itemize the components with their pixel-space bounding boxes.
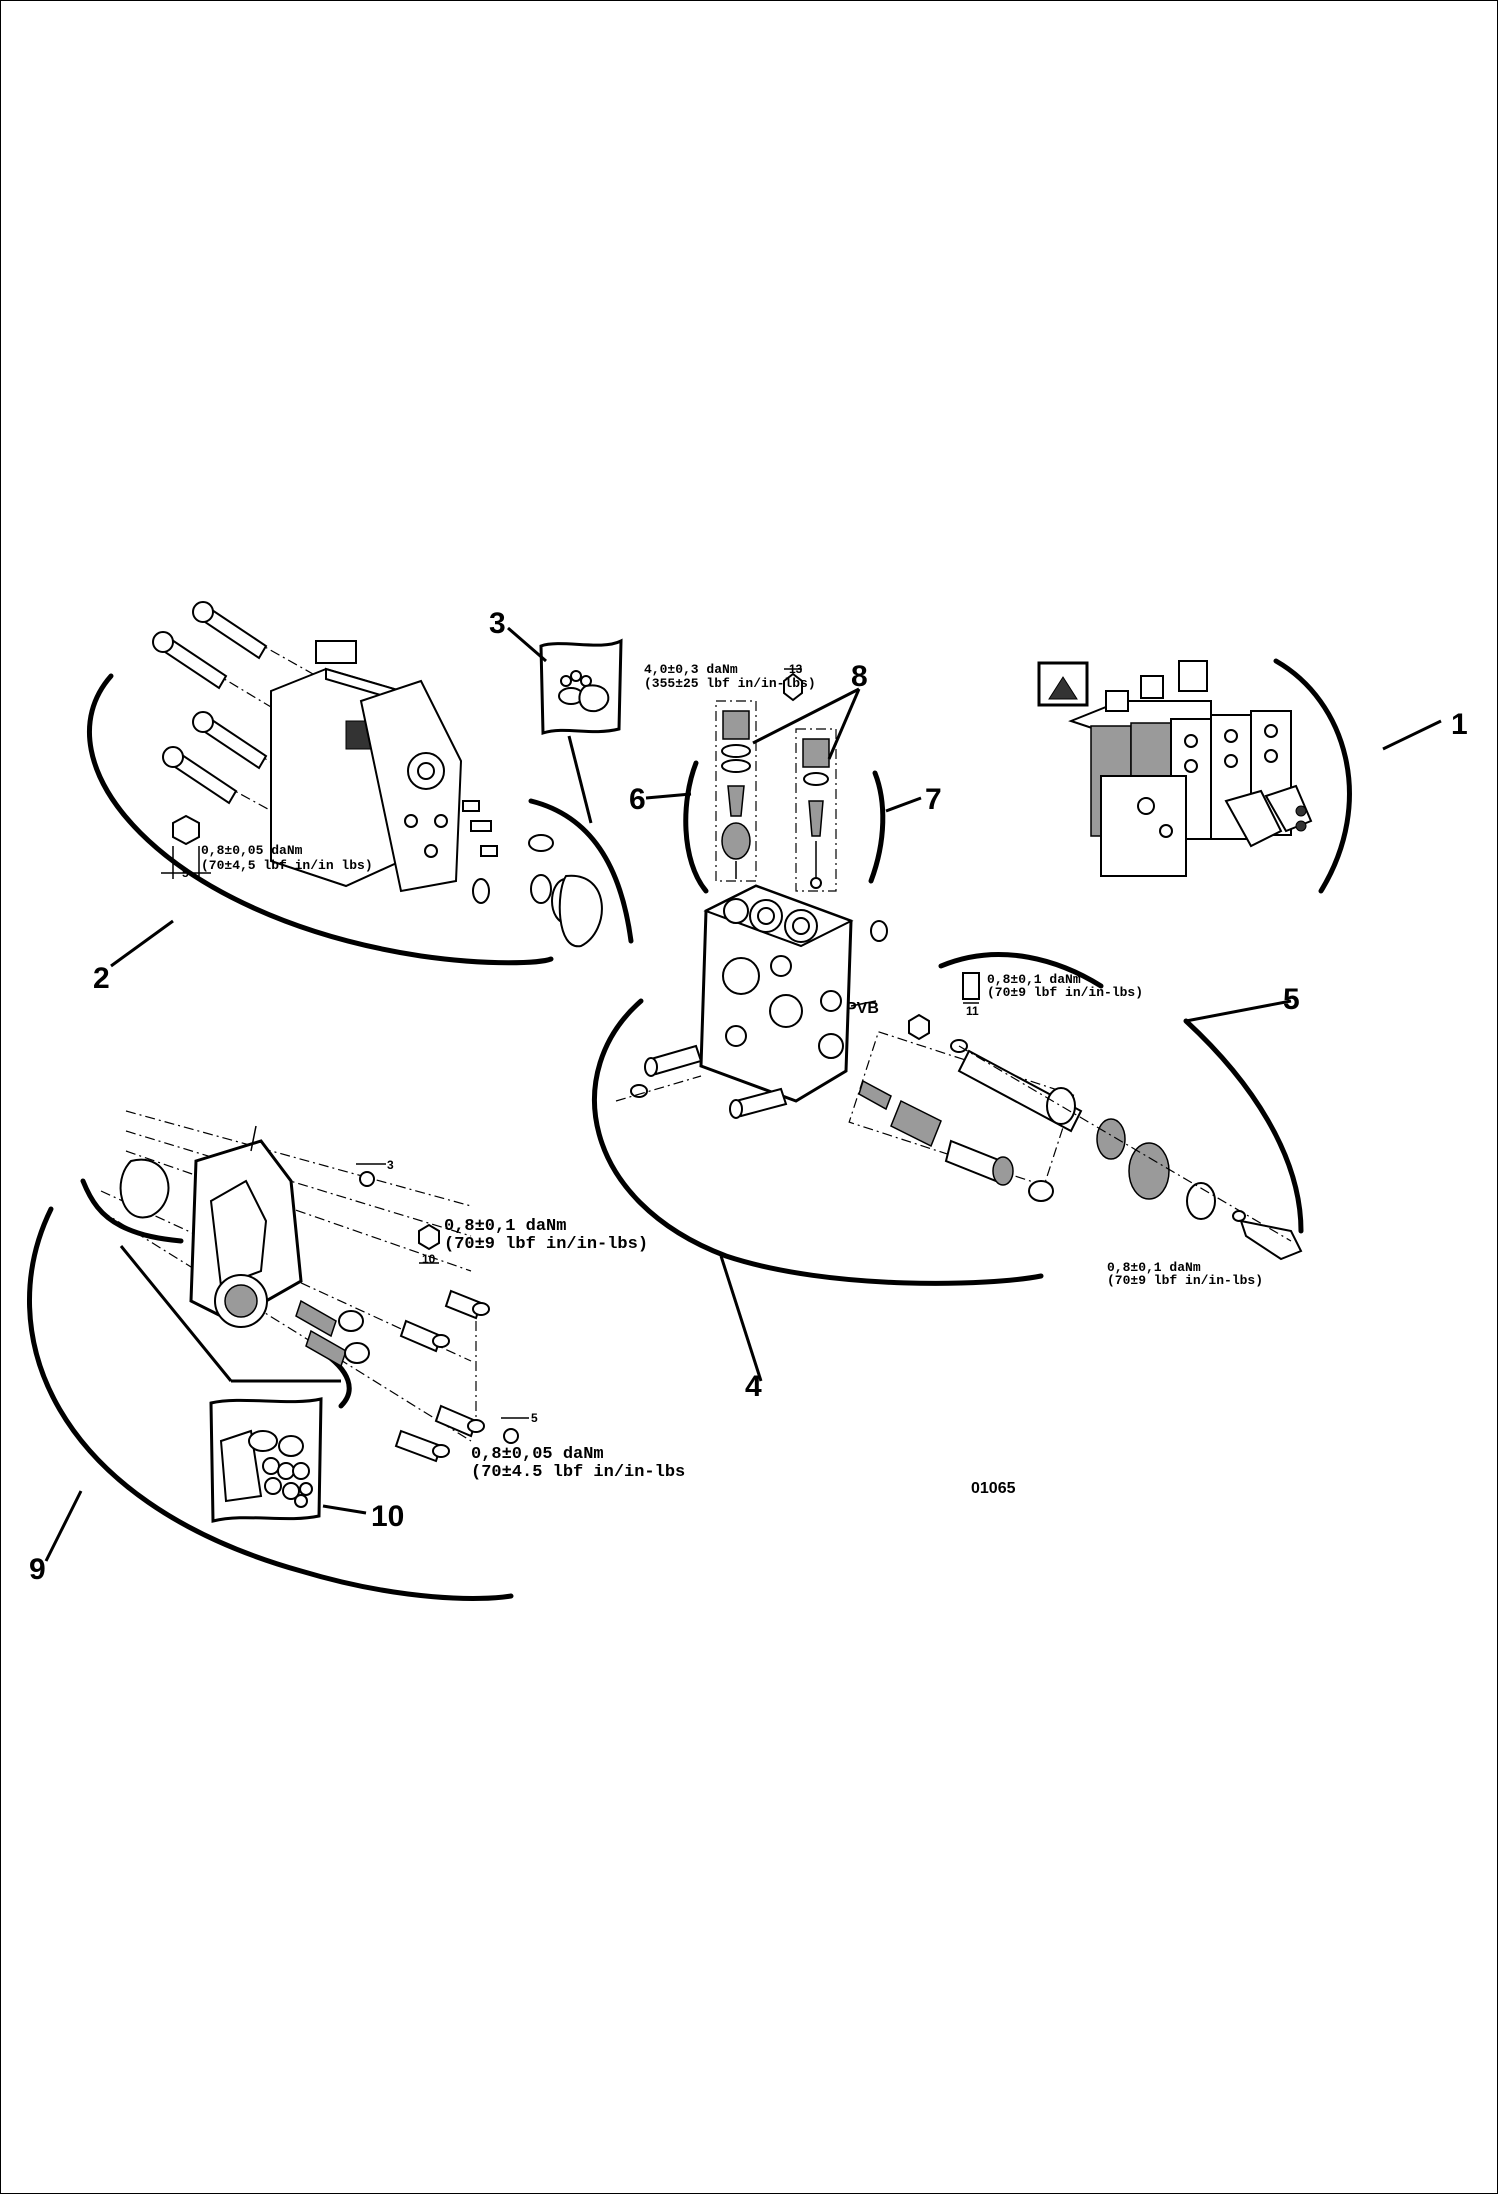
lever-torque-b-line2: (70±4.5 lbf in/in-lbs <box>471 1463 685 1482</box>
lever-dim-3: 3 <box>387 1158 394 1172</box>
relief-cartridges: 13 4,0±0,3 daNm (355±25 lbf in/in-lbs) <box>644 662 922 894</box>
hand-lever-assembly: 3 5 10 0,8±0,1 daNm (70±9 lbf in/in-lbs)… <box>27 1110 685 1601</box>
relief-hex-dim: 13 <box>789 662 803 676</box>
callout-6: 6 <box>629 783 646 816</box>
actuator-hex-dim: 5 <box>182 866 189 880</box>
seal-kit-bag-top <box>507 626 623 824</box>
pvb-valve-body: PVB <box>592 884 1075 1382</box>
lever-hex-dim: 10 <box>422 1252 436 1266</box>
lever-torque-b-line1: 0,8±0,05 daNm <box>471 1445 604 1464</box>
spool-torque-upper-line2: (70±9 lbf in/in-lbs) <box>987 985 1143 1000</box>
callout-4: 4 <box>745 1370 762 1403</box>
pvb-label: PVB <box>846 1000 879 1017</box>
spool-torque-lower-line2: (70±9 lbf in/in-lbs) <box>1107 1273 1263 1288</box>
lever-torque-a-line2: (70±9 lbf in/in-lbs) <box>444 1235 648 1254</box>
relief-torque-line1: 4,0±0,3 daNm <box>644 662 738 677</box>
callout-1: 1 <box>1451 708 1468 741</box>
valve-bank-assembly <box>1037 658 1442 894</box>
callout-8: 8 <box>851 660 868 693</box>
actuator-torque-line2: (70±4,5 lbf in/in lbs) <box>201 858 373 873</box>
lever-torque-a-line1: 0,8±0,1 daNm <box>444 1217 566 1236</box>
actuator-assembly: 5 0,8±0,05 daNm (70±4,5 lbf in/in lbs) <box>87 601 634 968</box>
relief-torque-line2: (355±25 lbf in/in-lbs) <box>644 676 816 691</box>
spool-hex-dim: 11 <box>966 1004 979 1018</box>
callout-3: 3 <box>489 607 506 640</box>
lever-dim-5: 5 <box>531 1411 538 1425</box>
callout-7: 7 <box>925 783 942 816</box>
callout-2: 2 <box>93 962 110 995</box>
figure-reference: 01065 <box>971 1480 1016 1497</box>
spool-torque-upper-line1: 0,8±0,1 daNm <box>987 972 1081 987</box>
spool-torque-lower-line1: 0,8±0,1 daNm <box>1107 1260 1201 1275</box>
callout-5: 5 <box>1283 983 1300 1016</box>
callout-10: 10 <box>371 1500 404 1533</box>
spool-assembly: 11 0,8±0,1 daNm (70±9 lbf in/in-lbs) 0,8… <box>908 952 1304 1288</box>
actuator-torque-line1: 0,8±0,05 daNm <box>201 843 303 858</box>
seal-kit-bag-bottom <box>119 1245 367 1523</box>
callout-9: 9 <box>29 1553 46 1586</box>
